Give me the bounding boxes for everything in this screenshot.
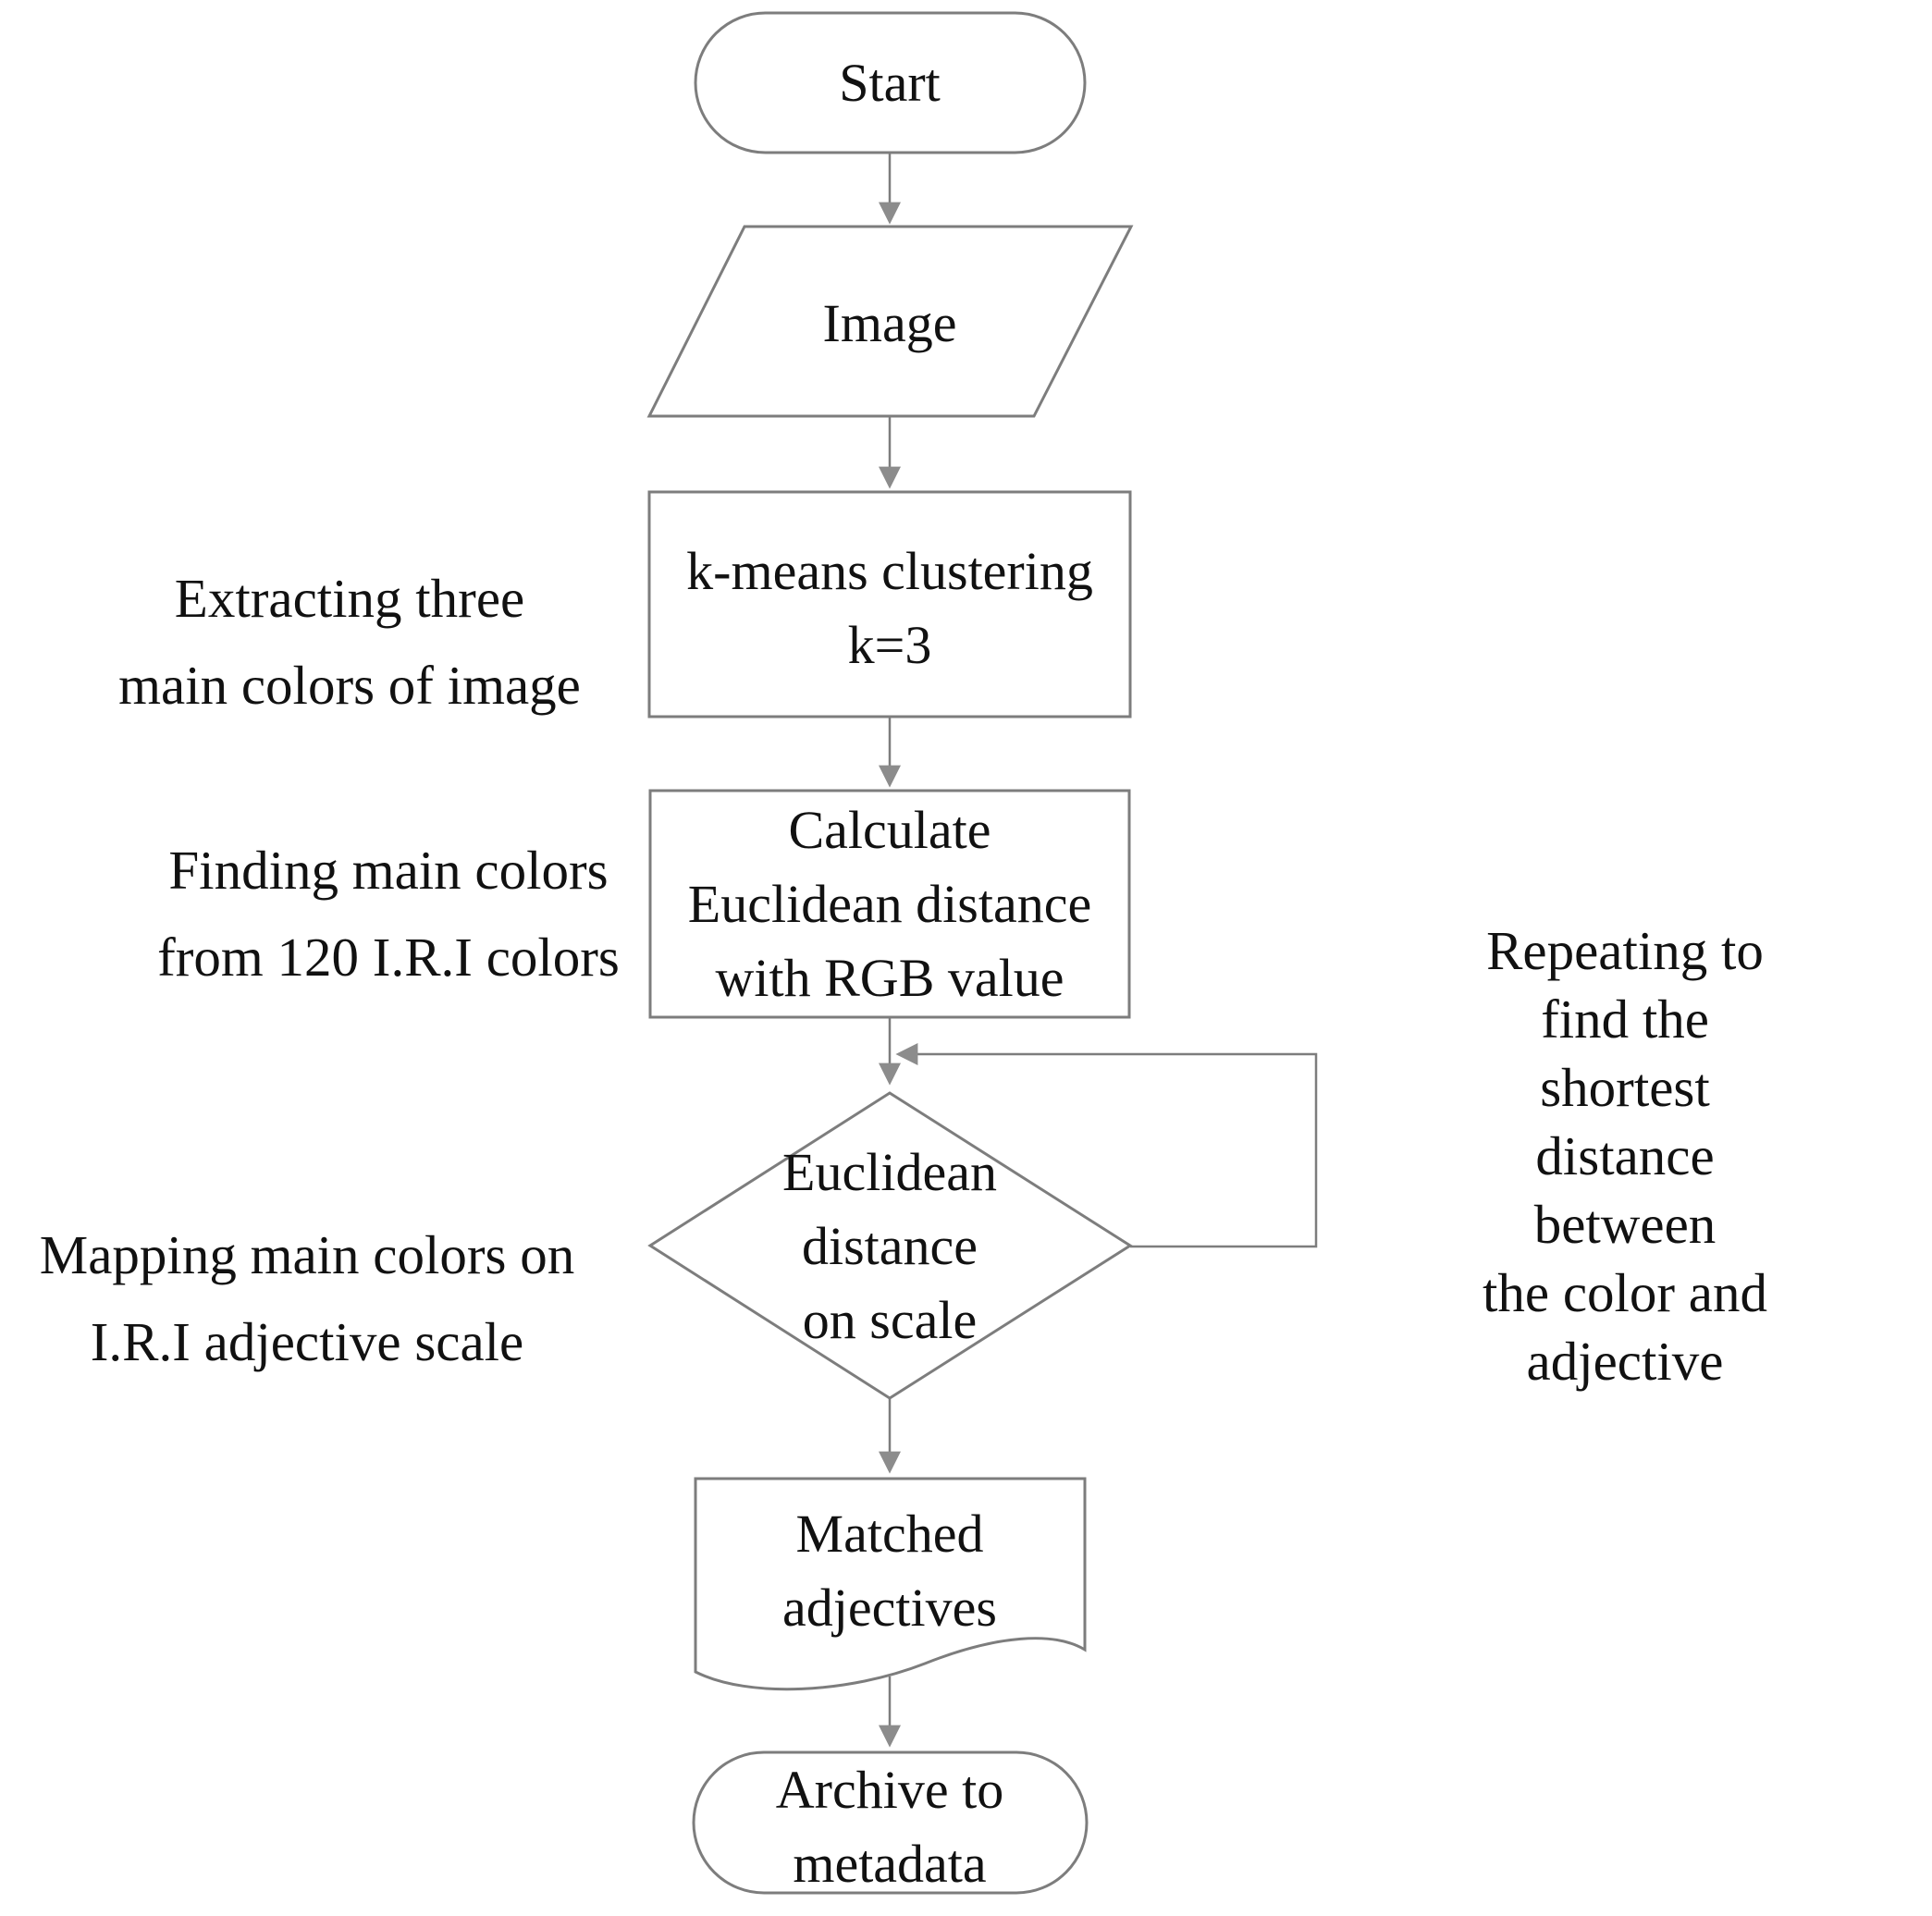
annotation-mapping-colors: Mapping main colors on I.R.I adjective s… (39, 1224, 575, 1372)
calculate-process-shape (648, 789, 1131, 1019)
decision-node-label: Euclidean distance on scale (782, 1142, 997, 1350)
image-node-label: Image (822, 293, 957, 353)
annotation-repeating-loop: Repeating to find the shortest distance … (1483, 920, 1767, 1392)
arrow-repeat-loop (895, 1043, 1318, 1248)
calculate-node-label: Calculate Euclidean distance with RGB va… (687, 800, 1092, 1008)
start-terminator-shape (694, 11, 1087, 154)
annotation-extracting-colors: Extracting three main colors of image (118, 568, 581, 716)
matched-node-label: Matched adjectives (782, 1504, 997, 1638)
start-node-label: Start (839, 53, 941, 113)
image-parallelogram-shape (646, 225, 1134, 418)
decision-diamond-shape (647, 1091, 1133, 1400)
matched-document-shape (694, 1477, 1087, 1691)
kmeans-node-label: k-means clustering k=3 (686, 541, 1093, 675)
archive-node-label: Archive to metadata (775, 1760, 1004, 1894)
annotation-finding-colors: Finding main colors from 120 I.R.I color… (157, 840, 620, 988)
archive-terminator-shape (692, 1750, 1089, 1895)
kmeans-process-shape (647, 490, 1132, 718)
